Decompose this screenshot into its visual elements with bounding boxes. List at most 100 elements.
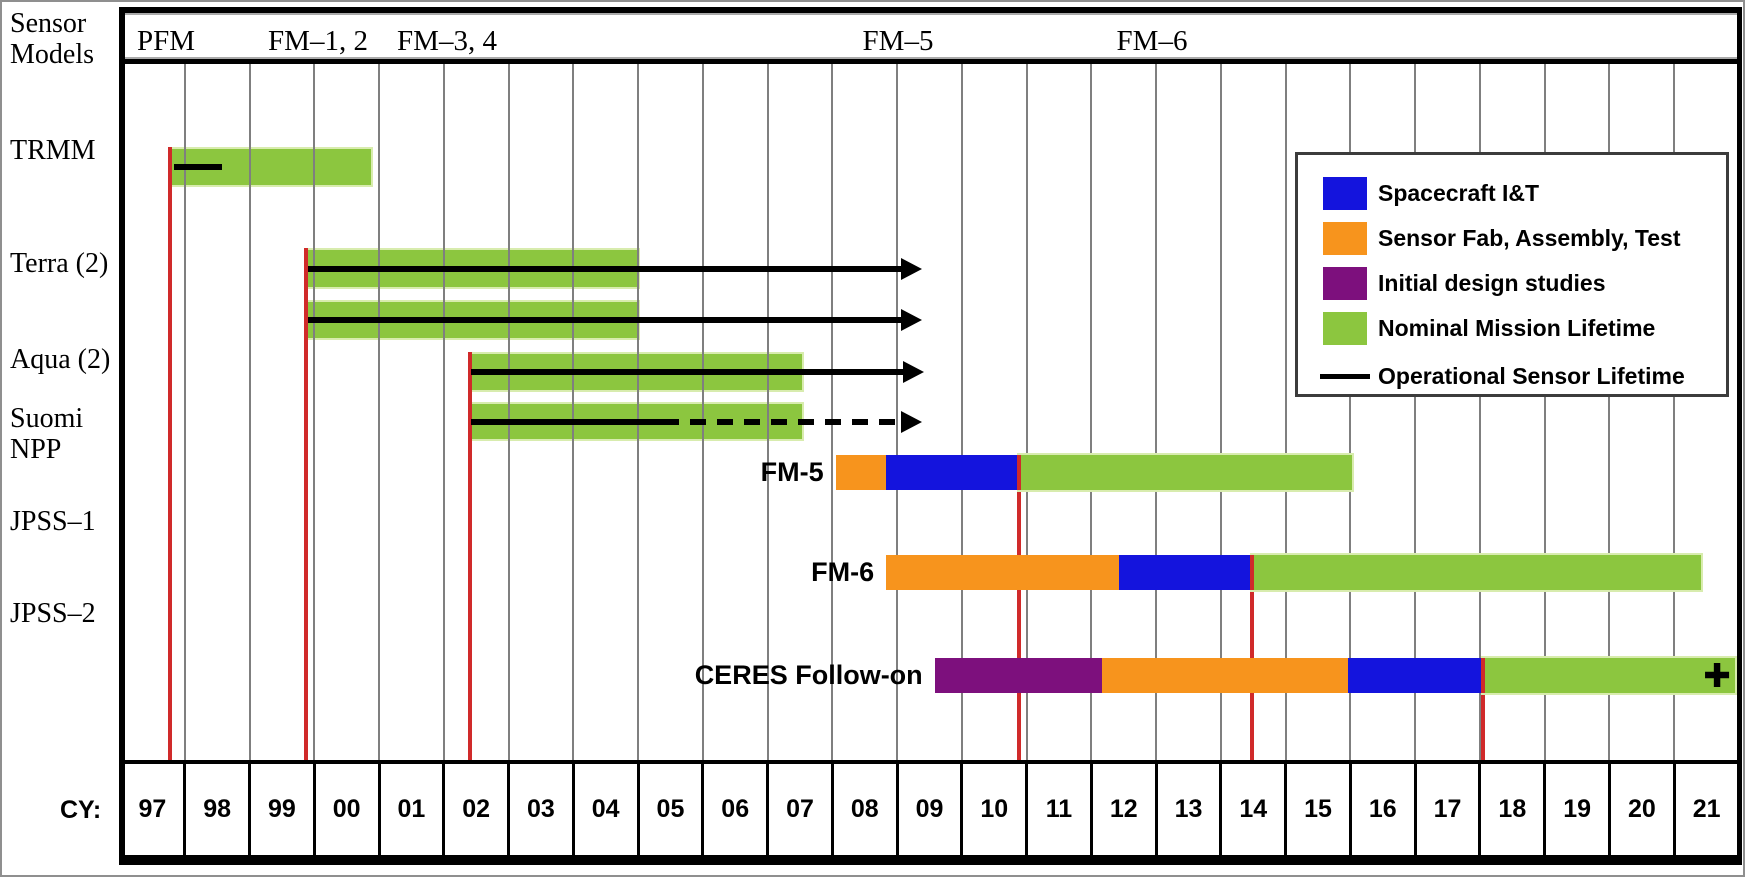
legend-line-sample (1320, 374, 1370, 379)
launch-date-line (1250, 555, 1254, 590)
year-gridline (248, 64, 251, 760)
year-gridline (313, 64, 316, 760)
arrowhead-icon (900, 410, 922, 433)
year-tick-label: 11 (1045, 795, 1073, 823)
year-cell-divider (1607, 764, 1611, 855)
year-cell-divider (507, 764, 511, 855)
year-tick-label: 00 (332, 795, 361, 823)
launch-date-line (303, 248, 308, 760)
year-cell-divider (766, 764, 770, 855)
year-tick-label: 06 (721, 795, 750, 823)
bar-label-ceres-follow-on: CERES Follow-on (694, 659, 923, 690)
legend-item-sensor-fab-assembly-test: Sensor Fab, Assembly, Test (1298, 222, 1726, 258)
legend-item-initial-design-studies: Initial design studies (1298, 267, 1726, 303)
cy-axis-label: CY: (60, 796, 102, 824)
legend-swatch-fab_orange (1323, 222, 1367, 255)
legend-label: Initial design studies (1378, 270, 1606, 296)
year-cell-divider (1413, 764, 1417, 855)
year-tick-label: 15 (1304, 795, 1332, 823)
year-cell-divider (1478, 764, 1482, 855)
bar-segment-fab-fm-6 (886, 555, 1120, 590)
plot-bottom-line (119, 760, 1742, 764)
year-tick-label: 02 (462, 795, 491, 823)
year-gridline (637, 64, 640, 760)
year-cell-divider (1089, 764, 1093, 855)
year-gridline (766, 64, 769, 760)
year-cell-divider (1543, 764, 1547, 855)
year-cell-divider (1154, 764, 1158, 855)
arrowhead-icon (900, 257, 922, 280)
launch-date-line (167, 147, 172, 760)
bar-segment-it-fm-5 (886, 455, 1019, 490)
year-cell-divider (895, 764, 899, 855)
row-label-jpss-2: JPSS–2 (10, 598, 96, 629)
year-gridline (572, 64, 575, 760)
year-cell-divider (1672, 764, 1676, 855)
year-cell-divider (248, 764, 252, 855)
year-gridline (831, 64, 834, 760)
year-tick-label: 07 (786, 795, 814, 823)
launch-date-line (1016, 453, 1021, 760)
year-cell-divider (636, 764, 640, 855)
year-cell-divider (1025, 764, 1029, 855)
row-label-aqua-2-: Aqua (2) (10, 344, 111, 375)
year-tick-label: 17 (1433, 795, 1462, 823)
operational-lifetime-line (470, 369, 903, 375)
operational-lifetime-line (174, 164, 223, 170)
year-cell-divider (960, 764, 964, 855)
year-gridline (1414, 64, 1417, 760)
bar-segment-fab-ceres-follow-on (1101, 658, 1349, 693)
year-tick-label: 16 (1368, 795, 1397, 823)
bar-label-fm-5: FM-5 (760, 456, 824, 487)
legend-label: Operational Sensor Lifetime (1378, 363, 1685, 389)
year-tick-label: 18 (1498, 795, 1527, 823)
year-tick-label: 04 (591, 795, 620, 823)
legend-item-nominal-mission-lifetime: Nominal Mission Lifetime (1298, 312, 1726, 348)
bar-segment-fab-fm-5 (835, 455, 887, 490)
legend-label: Sensor Fab, Assembly, Test (1378, 225, 1681, 251)
year-cell-divider (571, 764, 575, 855)
year-gridline (1673, 64, 1676, 760)
year-tick-label: 03 (527, 795, 555, 823)
operational-lifetime-line-dashed (662, 418, 901, 425)
year-gridline (960, 64, 963, 760)
year-tick-label: 09 (915, 795, 944, 823)
year-tick-label: 12 (1109, 795, 1138, 823)
year-gridline (1155, 64, 1158, 760)
year-tick-label: 20 (1627, 795, 1656, 823)
operational-lifetime-line (470, 418, 663, 425)
bar-segment-it-fm-6 (1119, 555, 1252, 590)
launch-date-line (467, 352, 472, 760)
row-label-terra-2-: Terra (2) (10, 248, 109, 279)
year-cell-divider (377, 764, 381, 855)
legend: Spacecraft I&T Sensor Fab, Assembly, Test… (1295, 152, 1729, 397)
launch-date-line (1016, 455, 1021, 490)
year-gridline (1349, 64, 1352, 760)
year-cell-divider (312, 764, 316, 855)
header-label-fm-5: FM–5 (862, 25, 934, 57)
year-gridline (1478, 64, 1481, 760)
arrowhead-icon (902, 361, 924, 383)
year-cell-divider (1284, 764, 1288, 855)
operational-lifetime-line (307, 265, 901, 272)
legend-label: Nominal Mission Lifetime (1378, 315, 1656, 341)
year-tick-label: 05 (656, 795, 685, 823)
year-gridline (378, 64, 381, 760)
bar-segment-nominal-fm-6 (1252, 555, 1702, 590)
year-tick-label: 21 (1692, 795, 1721, 823)
year-gridline (507, 64, 510, 760)
legend-label: Spacecraft I&T (1378, 180, 1540, 206)
legend-swatch-nominal_green (1323, 312, 1367, 345)
sensor-models-header: Sensor Models (10, 8, 94, 70)
year-gridline (1219, 64, 1222, 760)
launch-date-line (1481, 658, 1486, 693)
header-label-fm-3-4: FM–3, 4 (397, 25, 497, 57)
year-tick-label: 01 (397, 795, 426, 823)
launch-date-line (1481, 656, 1486, 760)
year-gridline (701, 64, 704, 760)
bar-segment-it-ceres-follow-on (1348, 658, 1484, 693)
